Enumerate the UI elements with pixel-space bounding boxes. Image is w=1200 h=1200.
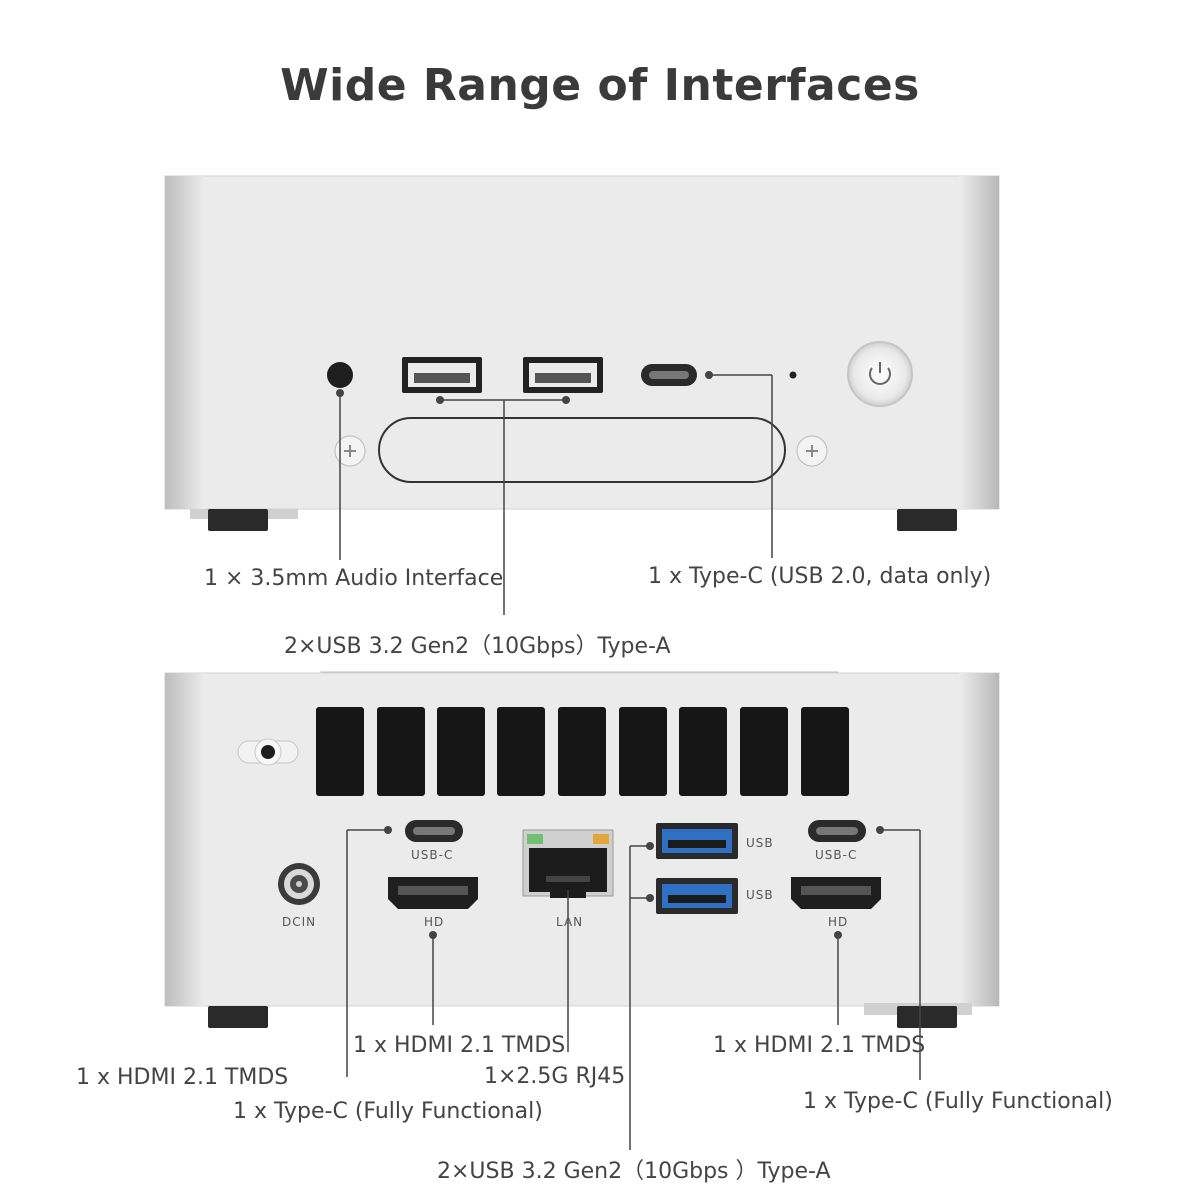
foot-right — [897, 1006, 957, 1028]
label-hdmi-right: 1 x HDMI 2.1 TMDS — [713, 1033, 926, 1058]
rear-panel — [164, 671, 1000, 1028]
indicator-light — [789, 371, 797, 379]
label-type-c-right: 1 x Type-C (Fully Functional) — [803, 1089, 1113, 1114]
usb-c-port-icon — [641, 364, 697, 386]
port-mark-usb-top: USB — [746, 836, 774, 850]
label-rear-usb-a: 2×USB 3.2 Gen2（10Gbps ）Type-A — [437, 1159, 831, 1184]
security-slot-icon — [237, 738, 299, 766]
dc-in-port-icon — [278, 863, 320, 905]
usb-a-port-icon — [402, 357, 482, 393]
front-pill-panel — [378, 417, 786, 483]
usb-a-port-icon — [656, 878, 738, 914]
hdmi-port-icon — [388, 877, 478, 909]
screw-icon — [796, 435, 828, 467]
port-mark-hd-right: HD — [828, 915, 849, 929]
power-button-icon — [847, 341, 913, 407]
label-hdmi-center: 1 x HDMI 2.1 TMDS — [353, 1033, 566, 1058]
foot-left — [208, 1006, 268, 1028]
rear-leader-lines — [346, 826, 921, 1150]
screw-icon — [334, 435, 366, 467]
lan-port-icon — [522, 829, 614, 898]
audio-jack-icon — [327, 362, 353, 388]
foot-left — [208, 509, 268, 531]
hdmi-port-icon — [791, 877, 881, 909]
label-rj45: 1×2.5G RJ45 — [484, 1064, 626, 1089]
port-mark-usbc-right: USB-C — [815, 848, 858, 862]
label-type-c-left: 1 x Type-C (Fully Functional) — [233, 1099, 543, 1124]
port-mark-lan: LAN — [556, 915, 584, 929]
front-leader-lines — [336, 371, 773, 615]
label-front-usb-a: 2×USB 3.2 Gen2（10Gbps）Type-A — [284, 634, 671, 659]
usb-a-port-icon — [523, 357, 603, 393]
label-audio-interface: 1 × 3.5mm Audio Interface — [204, 566, 504, 591]
page-title: Wide Range of Interfaces — [280, 60, 920, 111]
vent-grille — [316, 707, 849, 796]
port-mark-hd-left: HD — [424, 915, 445, 929]
port-mark-usbc-left: USB-C — [411, 848, 454, 862]
label-type-c-data: 1 x Type-C (USB 2.0, data only) — [648, 564, 992, 589]
usb-a-port-icon — [656, 823, 738, 859]
usb-c-port-icon — [405, 820, 463, 842]
label-hdmi-left: 1 x HDMI 2.1 TMDS — [76, 1065, 289, 1090]
front-panel — [164, 175, 1000, 531]
port-mark-dcin: DCIN — [282, 915, 317, 929]
usb-c-port-icon — [808, 820, 866, 842]
port-mark-usb-bottom: USB — [746, 888, 774, 902]
foot-right — [897, 509, 957, 531]
